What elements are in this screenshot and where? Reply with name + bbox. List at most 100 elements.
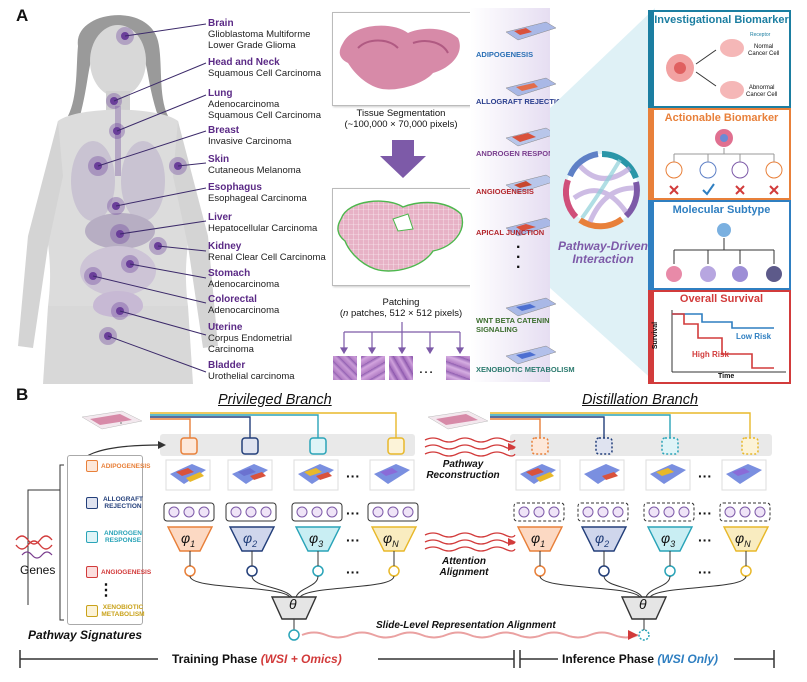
- patch-thumb: [389, 356, 413, 380]
- pathway-reconstruction-label: Pathway Reconstruction: [420, 459, 506, 481]
- subtype-tree: [666, 223, 782, 282]
- sig-dots: ⋮: [98, 582, 114, 599]
- organ-liver: Liver Hepatocellular Carcinoma: [208, 212, 317, 234]
- organ-name: Uterine: [208, 322, 243, 333]
- phi-subscript: N: [744, 538, 751, 549]
- organ-name: Skin: [208, 154, 230, 165]
- down-arrow-icon: [380, 140, 426, 178]
- sig-label: ANDROGEN RESPONSE: [104, 530, 142, 544]
- organ-desc: Invasive Carcinoma: [208, 136, 292, 147]
- sig-item[interactable]: ANDROGEN RESPONSE: [86, 530, 145, 544]
- organ-desc: Adenocarcinoma: [208, 99, 280, 110]
- organ-desc: Lower Grade Glioma: [208, 40, 296, 51]
- panel-title: Investigational Biomarker: [654, 14, 789, 26]
- organ-desc: Glioblastoma Multiforme: [208, 29, 311, 40]
- organ-stomach: Stomach Adenocarcinoma: [208, 268, 279, 290]
- normal-label: Normal Cancer Cell: [748, 44, 779, 58]
- sig-label: ADIPOGENESIS: [101, 462, 151, 470]
- phi-symbol: φ: [181, 530, 191, 546]
- panel-title: Molecular Subtype: [672, 204, 771, 216]
- circle-caption-line: Interaction: [572, 252, 634, 266]
- patch-thumb: [446, 356, 470, 380]
- theta-label: θ: [289, 596, 297, 612]
- organ-desc: Squamous Cell Carcinoma: [208, 68, 321, 79]
- panel-b-letter: B: [16, 385, 29, 404]
- abnormal-label-line: Cancer Cell: [746, 92, 778, 98]
- organ-brain: Brain Glioblastoma Multiforme Lower Grad…: [208, 18, 310, 51]
- organ-leader-lines: [92, 23, 207, 373]
- patch-thumb: [333, 356, 357, 380]
- pathway-vertical-dots: ···: [516, 239, 522, 276]
- normal-label-line: Normal: [754, 44, 774, 50]
- sig-swatch-icon: [86, 531, 98, 543]
- phi-symbol: φ: [735, 530, 745, 546]
- sig-swatch-icon: [86, 497, 98, 509]
- wsi-tissue-image: [332, 12, 472, 106]
- n-variable: n: [343, 308, 349, 319]
- organ-desc: Carcinoma: [208, 344, 254, 355]
- attention-alignment-label: Attention Alignment: [426, 556, 502, 578]
- phi-symbol: φ: [309, 530, 319, 546]
- tissue-caption-line: Tissue Segmentation: [356, 108, 446, 119]
- sig-item[interactable]: ANGIOGENESIS: [86, 566, 151, 578]
- phase-timeline: [19, 650, 775, 668]
- sig-label: ANGIOGENESIS: [101, 568, 152, 576]
- sig-item[interactable]: ADIPOGENESIS: [86, 460, 150, 472]
- wsi-thumb: [427, 410, 489, 430]
- circle-caption: Pathway-Driven Interaction: [548, 240, 658, 266]
- sig-swatch-icon: [86, 566, 98, 578]
- genes-label: Genes: [20, 563, 56, 577]
- phi-symbol: φ: [383, 530, 393, 546]
- pathway-label: ANGIOGENESIS: [476, 187, 534, 196]
- organ-name: Head and Neck: [208, 57, 280, 68]
- overall-survival-panel: Overall Survival Low Risk High Risk Surv…: [648, 290, 791, 384]
- phi-label: φ2: [595, 530, 609, 549]
- circle-caption-line: Pathway-Driven: [557, 239, 649, 253]
- theta-label: θ: [639, 596, 647, 612]
- privileged-branch-title: Privileged Branch: [218, 392, 332, 408]
- sig-swatch-icon: [86, 605, 98, 617]
- organ-name: Stomach: [208, 268, 251, 279]
- panel-a-letter: A: [16, 6, 29, 25]
- wsi-thumb: [81, 410, 143, 430]
- phi-subscript: 2: [252, 538, 258, 549]
- pathway-label: ALLOGRAFT REJECTION: [476, 97, 568, 106]
- ellipsis: ···: [698, 505, 712, 521]
- sig-item[interactable]: ALLOGRAFT REJECTION: [86, 496, 145, 510]
- ellipsis: ···: [698, 564, 712, 580]
- tissue-caption: Tissue Segmentation (~100,000 × 70,000 p…: [320, 108, 482, 130]
- pathway-thumbnails: [505, 21, 557, 365]
- panel-title: Actionable Biomarker: [664, 112, 779, 124]
- pathway-label: ANDROGEN RESPONSE: [476, 149, 564, 158]
- ellipsis: ···: [698, 532, 712, 548]
- organ-breast: Breast Invasive Carcinoma: [208, 125, 291, 147]
- organ-kidney: Kidney Renal Clear Cell Carcinoma: [208, 241, 326, 263]
- label-line: Alignment: [439, 567, 489, 578]
- sig-swatch-icon: [86, 460, 98, 472]
- organ-desc: Corpus Endometrial: [208, 333, 292, 344]
- label-line: Reconstruction: [426, 470, 500, 481]
- pathway-label: XENOBIOTIC METABOLISM: [476, 365, 575, 374]
- molecular-subtype-panel: Molecular Subtype: [648, 200, 791, 290]
- patching-caption: Patching (n patches, 512 × 512 pixels): [320, 297, 482, 319]
- organ-desc: Squamous Cell Carcinoma: [208, 110, 321, 121]
- organ-name: Esophagus: [208, 182, 262, 193]
- phi-symbol: φ: [595, 530, 605, 546]
- phase-paren: (WSI Only): [657, 652, 719, 666]
- pathway-band-background: [470, 8, 550, 382]
- organ-desc: Adenocarcinoma: [208, 305, 280, 316]
- patch-ellipsis: …: [418, 360, 434, 377]
- label-line: Pathway: [442, 459, 484, 470]
- phi-label: φ2: [243, 530, 257, 549]
- phase-paren: (WSI + Omics): [260, 652, 342, 666]
- sig-label: ALLOGRAFT REJECTION: [102, 496, 144, 510]
- organ-name: Breast: [208, 125, 240, 136]
- sig-item[interactable]: XENOBIOTIC METABOLISM: [86, 604, 145, 618]
- survival-curve: [671, 310, 786, 373]
- biomarker-cell-diagram: [666, 39, 744, 99]
- slide-alignment-label: Slide-Level Representation Alignment: [376, 620, 556, 631]
- pathway-signatures-label: Pathway Signatures: [28, 628, 143, 642]
- phi-subscript: 1: [190, 538, 196, 549]
- organ-uterine: Uterine Corpus Endometrial Carcinoma: [208, 322, 292, 355]
- phi-label: φ1: [181, 530, 195, 549]
